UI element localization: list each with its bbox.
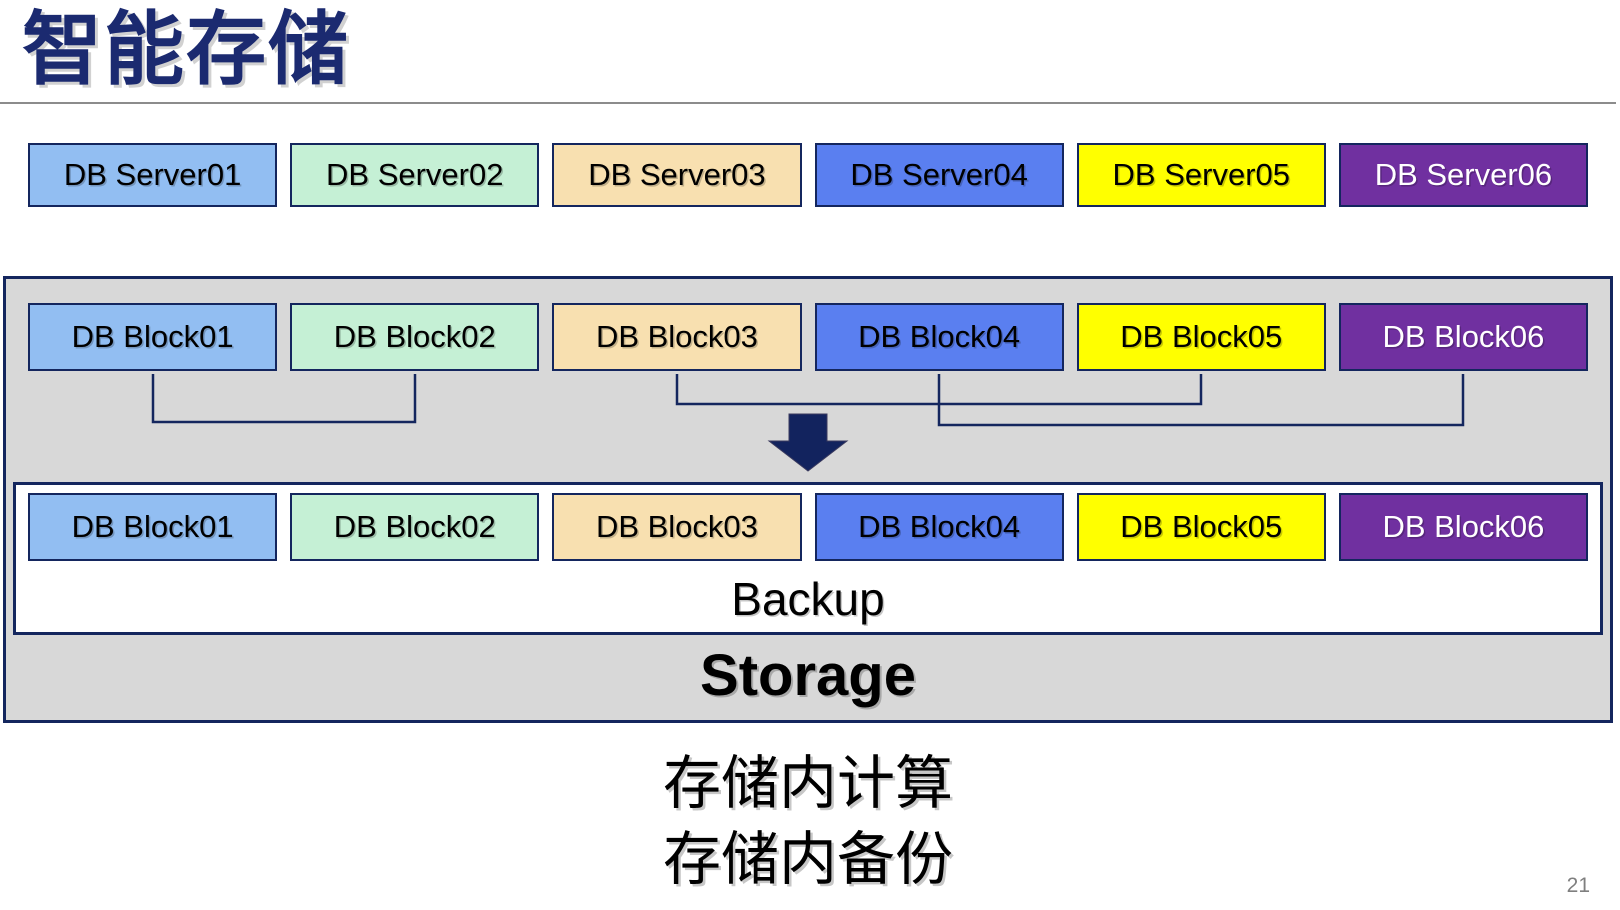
db-server04-box: DB Server04: [814, 143, 1064, 207]
title-underline: [0, 102, 1616, 104]
db-server06-label: DB Server06: [1374, 157, 1553, 192]
backup-block03-box: DB Block03: [552, 493, 802, 561]
storage-label: Storage: [700, 643, 916, 708]
backup-block01-label: DB Block01: [71, 509, 234, 544]
backup-block04-box: DB Block04: [814, 493, 1064, 561]
source-block03-label: DB Block03: [595, 319, 758, 354]
source-block06-label: DB Block06: [1382, 319, 1545, 354]
slide-title: 智能存储: [22, 5, 350, 94]
backup-block06-label: DB Block06: [1382, 509, 1545, 544]
backup-block05-box: DB Block05: [1076, 493, 1326, 561]
db-server05-box: DB Server05: [1076, 143, 1326, 207]
caption-line2: 存储内备份: [662, 827, 953, 892]
db-server-row: DB Server01 DB Server02 DB Server03 DB S…: [28, 143, 1589, 207]
backup-block01-box: DB Block01: [28, 493, 278, 561]
backup-block05-label: DB Block05: [1120, 509, 1283, 544]
db-server04-label: DB Server04: [850, 157, 1028, 192]
source-block02-box: DB Block02: [290, 303, 540, 371]
db-server01-label: DB Server01: [63, 157, 242, 192]
source-block02-label: DB Block02: [333, 319, 496, 354]
source-block05-box: DB Block05: [1076, 303, 1326, 371]
db-server03-label: DB Server03: [588, 157, 766, 192]
caption-text: 存储内计算 存储内备份: [0, 746, 1616, 898]
source-block06-box: DB Block06: [1338, 303, 1589, 371]
backup-box: [13, 482, 1603, 635]
backup-label: Backup: [731, 573, 885, 625]
backup-block04-label: DB Block04: [858, 509, 1021, 544]
db-server02-box: DB Server02: [290, 143, 540, 207]
backup-block06-box: DB Block06: [1338, 493, 1589, 561]
source-block01-box: DB Block01: [28, 303, 278, 371]
source-block03-box: DB Block03: [552, 303, 802, 371]
db-server05-label: DB Server05: [1112, 157, 1290, 192]
source-block04-box: DB Block04: [814, 303, 1064, 371]
source-block01-label: DB Block01: [71, 319, 234, 354]
backup-block02-label: DB Block02: [333, 509, 496, 544]
source-block-row: DB Block01 DB Block02 DB Block03 DB Bloc…: [28, 303, 1589, 371]
db-server01-box: DB Server01: [28, 143, 278, 207]
db-server06-box: DB Server06: [1338, 143, 1589, 207]
backup-block-row: DB Block01 DB Block02 DB Block03 DB Bloc…: [28, 493, 1589, 561]
source-block05-label: DB Block05: [1120, 319, 1283, 354]
db-server03-box: DB Server03: [552, 143, 802, 207]
caption-line1: 存储内计算: [662, 751, 953, 816]
source-block04-label: DB Block04: [858, 319, 1021, 354]
page-number: 21: [1566, 874, 1590, 897]
backup-block02-box: DB Block02: [290, 493, 540, 561]
backup-block03-label: DB Block03: [595, 509, 758, 544]
db-server02-label: DB Server02: [326, 157, 504, 192]
